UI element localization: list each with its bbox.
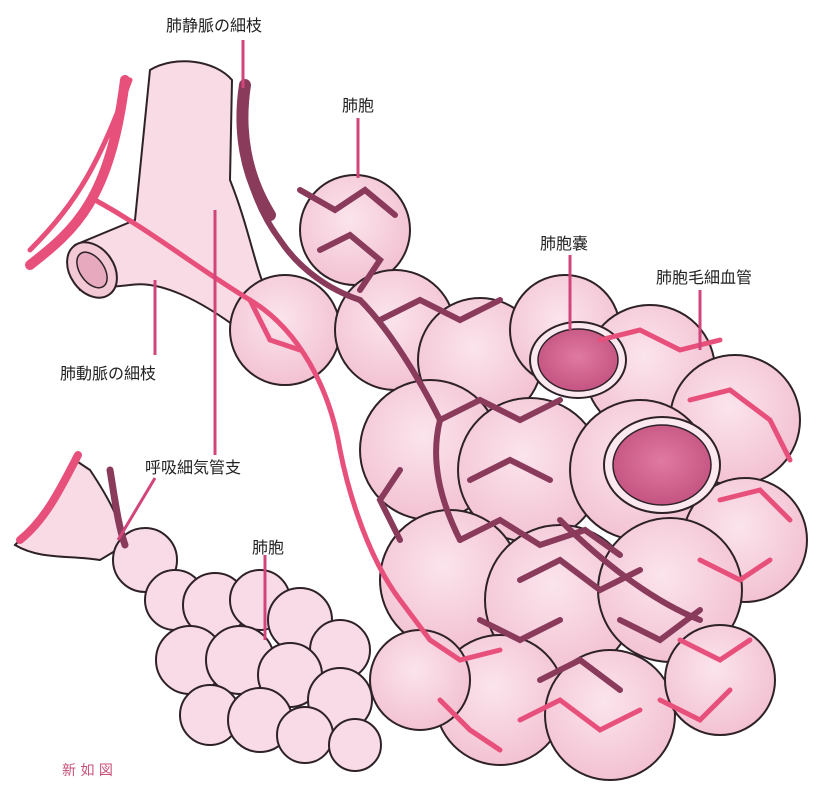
label-alveolus-top: 肺胞 bbox=[342, 98, 374, 114]
label-alveolar-capillary: 肺胞毛細血管 bbox=[656, 270, 752, 286]
label-alveolus-bottom: 肺胞 bbox=[252, 540, 284, 556]
label-respiratory-bronchiole: 呼吸細気管支 bbox=[145, 460, 241, 476]
alveolar-cluster-small bbox=[15, 455, 381, 771]
label-pulmonary-vein-branch: 肺静脈の細枝 bbox=[166, 18, 262, 34]
label-alveolar-sac: 肺胞嚢 bbox=[540, 236, 588, 252]
credit-text: 新 如 図 bbox=[62, 764, 113, 778]
label-pulmonary-artery-branch: 肺動脈の細枝 bbox=[60, 366, 156, 382]
